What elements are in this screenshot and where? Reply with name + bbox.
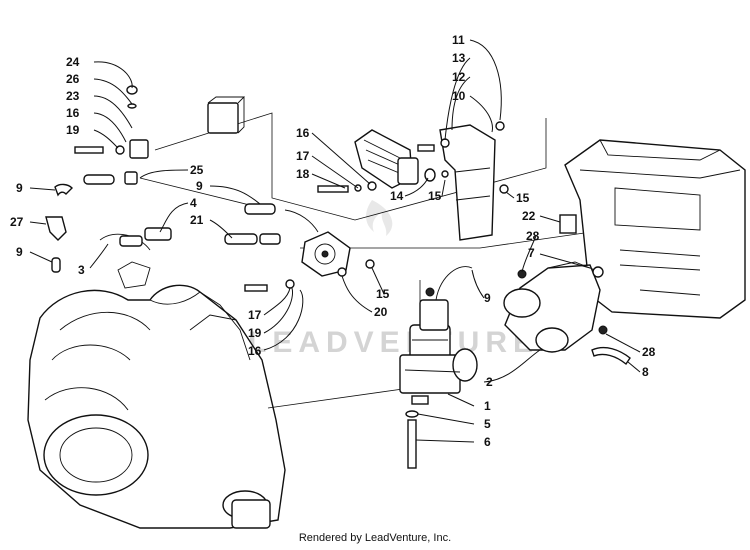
callout-9: 9 <box>16 181 23 195</box>
callout-6: 6 <box>484 435 491 449</box>
fuel-line-part <box>435 266 473 301</box>
callout-9: 9 <box>484 291 491 305</box>
intake-boot <box>503 261 604 353</box>
callout-15: 15 <box>428 189 442 203</box>
clamp-ring-part <box>405 410 419 418</box>
callout-2: 2 <box>486 375 493 389</box>
callout-22: 22 <box>522 209 536 223</box>
callout-1: 1 <box>484 399 491 413</box>
air-silencer-box <box>559 139 746 319</box>
callout-19: 19 <box>248 326 262 340</box>
clamp-part <box>591 346 631 366</box>
callout-12: 12 <box>452 70 466 84</box>
callout-8: 8 <box>642 365 649 379</box>
callout-10: 10 <box>452 89 466 103</box>
callout-5: 5 <box>484 417 491 431</box>
engine-assembly <box>27 261 286 529</box>
callout-16: 16 <box>248 344 262 358</box>
carburetor <box>399 287 478 405</box>
callout-24: 24 <box>66 55 80 69</box>
callout-25: 25 <box>190 163 204 177</box>
callout-9: 9 <box>16 245 23 259</box>
callout-17: 17 <box>296 149 310 163</box>
callout-9: 9 <box>196 179 203 193</box>
callout-19: 19 <box>66 123 80 137</box>
callout-28: 28 <box>642 345 656 359</box>
callout-labels: 24 26 23 16 19 25 9 27 9 3 4 9 21 16 17 … <box>10 33 656 449</box>
callout-26: 26 <box>66 72 80 86</box>
callout-3: 3 <box>78 263 85 277</box>
drain-tube-part <box>407 419 417 469</box>
callout-21: 21 <box>190 213 204 227</box>
callout-7: 7 <box>528 246 535 260</box>
callout-16: 16 <box>296 126 310 140</box>
watermark-logo <box>366 200 393 236</box>
callout-14: 14 <box>390 189 404 203</box>
relay-box <box>207 96 246 134</box>
footer-credit: Rendered by LeadVenture, Inc. <box>298 532 452 544</box>
callout-4: 4 <box>190 196 197 210</box>
watermark-text: LEADVENTURE <box>248 326 539 359</box>
callout-27: 27 <box>10 215 24 229</box>
alignment-lines <box>139 112 606 409</box>
callout-13: 13 <box>452 51 466 65</box>
callout-15: 15 <box>516 191 530 205</box>
callout-11: 11 <box>452 33 465 47</box>
callout-18: 18 <box>296 167 310 181</box>
fuel-pump <box>301 231 351 277</box>
callout-15: 15 <box>376 287 390 301</box>
callout-16: 16 <box>66 106 80 120</box>
electric-heater <box>354 129 419 189</box>
mounting-bracket <box>439 124 496 241</box>
leader-lines <box>29 39 641 443</box>
callout-17: 17 <box>248 308 262 322</box>
callout-20: 20 <box>374 305 388 319</box>
callout-23: 23 <box>66 89 80 103</box>
callout-28: 28 <box>526 229 540 243</box>
